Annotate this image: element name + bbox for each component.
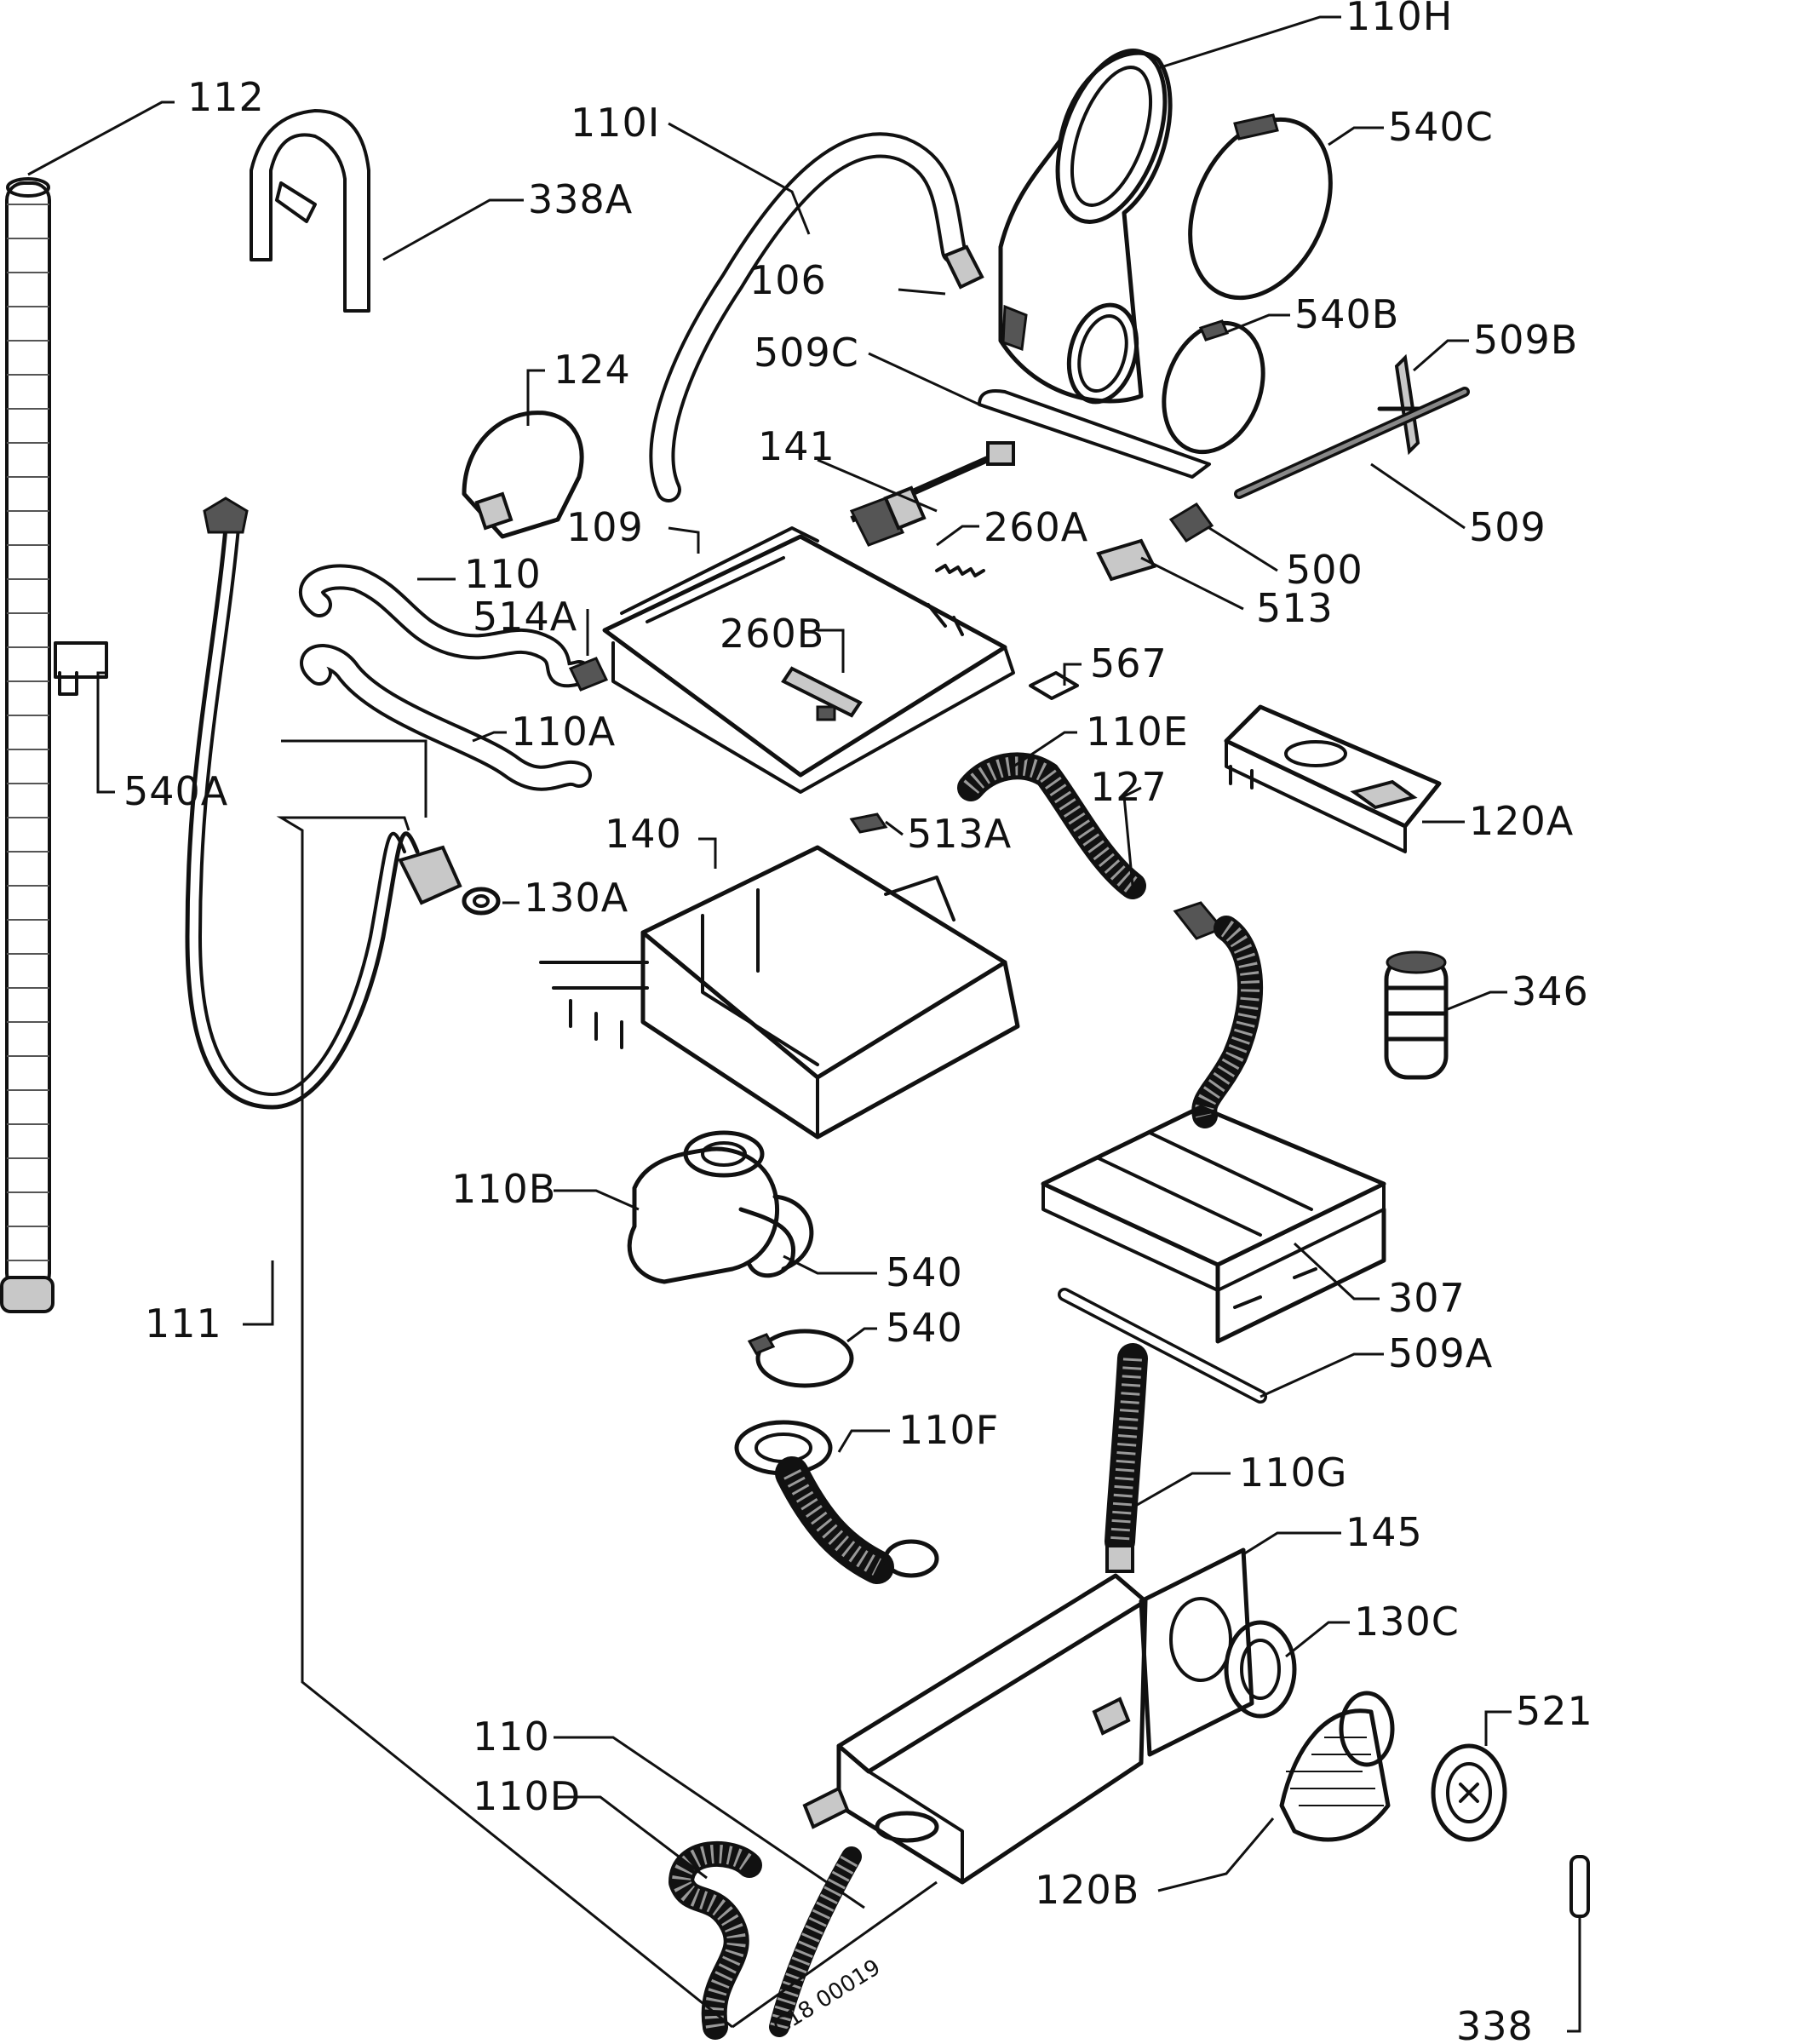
part-140-dispenser-housing <box>539 845 1020 1140</box>
part-120b-filter-basket <box>1279 1691 1395 1842</box>
part-124-cap <box>462 411 584 539</box>
label-110e: 110E <box>1086 709 1189 755</box>
part-514a-coupling <box>568 657 609 692</box>
part-106-connector <box>943 244 984 290</box>
label-521: 521 <box>1516 1688 1593 1734</box>
part-130a-washer <box>462 887 501 916</box>
part-260a-spring <box>935 564 985 577</box>
label-110-upper: 110 <box>464 551 542 597</box>
label-141: 141 <box>758 423 835 469</box>
label-567: 567 <box>1090 640 1168 686</box>
part-540c-clamp-ring <box>1188 113 1333 301</box>
part-540b-clamp-ring <box>1162 319 1265 455</box>
label-338a: 338A <box>528 176 633 222</box>
label-260a: 260A <box>984 504 1088 550</box>
part-110a-hose <box>300 644 592 791</box>
label-110-lower: 110 <box>473 1714 550 1760</box>
part-540a-clip <box>54 641 108 696</box>
part-260b-bracket <box>781 666 863 721</box>
label-130a: 130A <box>524 875 628 921</box>
label-120b: 120B <box>1035 1867 1139 1913</box>
part-110g-hose <box>1105 1343 1148 1557</box>
cabinet-guide-lines <box>276 739 938 2029</box>
label-145: 145 <box>1346 1509 1423 1555</box>
label-509c: 509C <box>754 330 859 376</box>
part-509b-bracket <box>1377 353 1433 456</box>
part-338-pin <box>1569 1855 1590 1918</box>
part-500-fitting <box>1168 502 1214 543</box>
label-124: 124 <box>554 347 631 393</box>
part-110e-corrugated-hose <box>957 752 1146 899</box>
part-110d-hose <box>668 1840 762 2040</box>
label-111: 111 <box>145 1300 222 1346</box>
part-110-hose-upper <box>299 564 592 688</box>
label-514a: 514A <box>473 594 577 640</box>
label-540-upper: 540 <box>886 1249 963 1295</box>
part-567-gasket <box>1029 671 1079 700</box>
label-346: 346 <box>1512 968 1589 1014</box>
part-307-dispenser-drawer <box>1041 1105 1386 1344</box>
part-110b-pump-housing <box>627 1130 796 1284</box>
label-110g: 110G <box>1239 1450 1347 1496</box>
part-521-gear-knob <box>1431 1743 1507 1842</box>
label-140: 140 <box>605 811 682 857</box>
label-260b: 260B <box>720 611 824 657</box>
part-110h-bellows-duct <box>998 49 1173 405</box>
label-110f: 110F <box>898 1407 999 1453</box>
label-130c: 130C <box>1354 1599 1460 1645</box>
label-112: 112 <box>187 74 265 120</box>
part-540-clamp-ring-lower <box>747 1329 854 1388</box>
label-127: 127 <box>1090 764 1168 810</box>
part-145-sump-base <box>802 1544 1254 1885</box>
label-513: 513 <box>1256 585 1334 631</box>
part-509a-rod <box>1058 1288 1267 1404</box>
part-inlet-elbow <box>398 845 462 905</box>
part-110i-hose <box>649 132 967 502</box>
label-110i: 110I <box>571 100 660 146</box>
part-112-corrugated-tube <box>0 177 55 1313</box>
label-106: 106 <box>749 257 827 303</box>
label-509a: 509A <box>1388 1330 1493 1376</box>
part-141-valve-pin <box>849 441 1015 547</box>
part-111-inlet-hose <box>185 497 420 1110</box>
part-120a-filter-cover <box>1224 704 1442 853</box>
label-513a: 513A <box>907 811 1012 857</box>
label-500: 500 <box>1286 547 1363 593</box>
label-509: 509 <box>1469 504 1546 550</box>
label-338: 338 <box>1456 2003 1534 2044</box>
part-513a-clip <box>849 812 888 834</box>
label-540b: 540B <box>1294 291 1399 337</box>
label-110d: 110D <box>473 1773 581 1819</box>
part-509c-lever <box>978 389 1211 479</box>
label-540a: 540A <box>123 768 228 814</box>
part-110f-funnel-hose <box>734 1420 939 1584</box>
label-540-lower: 540 <box>886 1305 963 1351</box>
part-109-frame-plate <box>602 526 1015 794</box>
label-307: 307 <box>1388 1275 1466 1321</box>
label-540c: 540C <box>1388 104 1494 150</box>
part-338a-u-bracket <box>250 109 370 313</box>
part-110-hose-lower <box>769 1846 862 2037</box>
label-110h: 110H <box>1346 0 1453 39</box>
leader-lines <box>27 15 1581 2033</box>
part-130c-ring-gasket <box>1224 1620 1297 1719</box>
part-509-rod <box>1234 387 1470 499</box>
label-509b: 509B <box>1473 317 1578 363</box>
label-110b: 110B <box>451 1166 556 1212</box>
part-346-bellows-sleeve <box>1384 950 1449 1080</box>
part-513-fitting <box>1096 538 1156 582</box>
part-127-connector <box>1173 901 1264 1128</box>
label-109: 109 <box>566 504 644 550</box>
label-110a: 110A <box>511 709 616 755</box>
label-120a: 120A <box>1469 798 1574 844</box>
